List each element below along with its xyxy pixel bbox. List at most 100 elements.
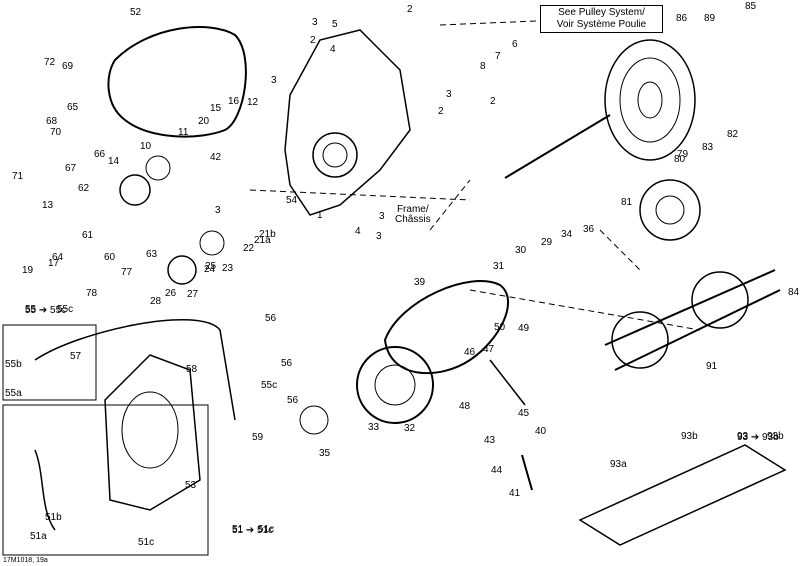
reference-line-2: Voir Système Poulie bbox=[556, 19, 647, 30]
drive-sprocket-a bbox=[611, 311, 669, 369]
callout-43: 43 bbox=[484, 435, 496, 446]
reference-line-1: See Pulley System/ bbox=[558, 7, 645, 18]
group-box-55 bbox=[2, 324, 97, 401]
callout-2: 2 bbox=[438, 106, 444, 117]
callout-49: 49 bbox=[518, 323, 530, 334]
callout-12: 12 bbox=[247, 97, 259, 108]
drive-sprocket-b bbox=[691, 271, 749, 329]
bearing-35 bbox=[299, 405, 329, 435]
callout-8: 8 bbox=[480, 61, 486, 72]
lever-45 bbox=[489, 359, 526, 406]
hose-55 bbox=[34, 319, 236, 421]
sprocket-79 bbox=[639, 179, 701, 241]
callout-3: 3 bbox=[312, 17, 318, 28]
callout-40: 40 bbox=[535, 426, 547, 437]
callout-51: 51 bbox=[232, 524, 244, 535]
callout-23: 23 bbox=[222, 263, 234, 274]
callout-19: 19 bbox=[22, 265, 34, 276]
callout-6: 6 bbox=[512, 39, 518, 50]
pulley-shaft bbox=[504, 114, 611, 179]
callout-68: 68 bbox=[46, 116, 58, 127]
sprocket-32 bbox=[356, 346, 434, 424]
callout-21b: 21b bbox=[259, 229, 276, 240]
gear-14 bbox=[119, 174, 151, 206]
callout-60: 60 bbox=[104, 252, 116, 263]
cover-53 bbox=[104, 354, 201, 511]
callout-30: 30 bbox=[515, 245, 527, 256]
callout-62: 62 bbox=[78, 183, 90, 194]
callout-4: 4 bbox=[330, 44, 336, 55]
callout-45: 45 bbox=[518, 408, 530, 419]
callout-35: 35 bbox=[319, 448, 331, 459]
callout-93b: 93b bbox=[681, 431, 698, 442]
callout-48: 48 bbox=[459, 401, 471, 412]
callout-66: 66 bbox=[94, 149, 106, 160]
callout-14: 14 bbox=[108, 156, 120, 167]
callout-33: 33 bbox=[368, 422, 380, 433]
callout-3: 3 bbox=[376, 231, 382, 242]
callout-17: 17 bbox=[48, 258, 60, 269]
callout-65: 65 bbox=[67, 102, 79, 113]
drive-axle-91 bbox=[604, 269, 781, 371]
drawing-code: 17M1018, 19a bbox=[3, 557, 48, 564]
gear-10 bbox=[145, 155, 171, 181]
frame-label-line-1: Frame/ bbox=[396, 204, 429, 215]
callout-79: 79 bbox=[677, 149, 689, 160]
callout-51b: 51b bbox=[45, 512, 62, 523]
callout-85: 85 bbox=[745, 1, 757, 12]
callout-51c: 51c bbox=[138, 537, 155, 548]
group-label-93: 93 ➔ 93b bbox=[737, 432, 779, 443]
callout-4: 4 bbox=[355, 226, 361, 237]
callout-81: 81 bbox=[621, 197, 633, 208]
belt-52 bbox=[107, 26, 247, 138]
callout-54: 54 bbox=[286, 195, 298, 206]
callout-52: 52 bbox=[130, 7, 142, 18]
callout-91: 91 bbox=[706, 361, 718, 372]
callout-83: 83 bbox=[702, 142, 714, 153]
callout-78: 78 bbox=[86, 288, 98, 299]
callout-84: 84 bbox=[788, 287, 800, 298]
frame-label-line-2: Châssis bbox=[395, 214, 431, 225]
frame-label: Frame/ Châssis bbox=[395, 205, 431, 225]
callout-56: 56 bbox=[265, 313, 277, 324]
callout-61: 61 bbox=[82, 230, 94, 241]
group-label-51: 51 ➔ 51c bbox=[232, 525, 274, 536]
callout-55a: 55a bbox=[5, 388, 22, 399]
gear-27 bbox=[167, 255, 197, 285]
callout-55: 55 bbox=[25, 304, 37, 315]
chaincase-housing bbox=[284, 29, 411, 216]
callout-89: 89 bbox=[704, 13, 716, 24]
group-box-51 bbox=[2, 404, 209, 556]
callout-55b: 55b bbox=[5, 359, 22, 370]
callout-59: 59 bbox=[252, 432, 264, 443]
callout-51c: 51c bbox=[258, 524, 275, 535]
callout-3: 3 bbox=[215, 205, 221, 216]
callout-72: 72 bbox=[44, 57, 56, 68]
callout-2: 2 bbox=[407, 4, 413, 15]
pulley-system-reference-box: See Pulley System/ Voir Système Poulie bbox=[540, 5, 663, 33]
callout-64: 64 bbox=[52, 252, 64, 263]
callout-42: 42 bbox=[210, 152, 222, 163]
callout-5: 5 bbox=[332, 19, 338, 30]
callout-69: 69 bbox=[62, 61, 74, 72]
callout-47: 47 bbox=[483, 344, 495, 355]
housing-bore bbox=[312, 132, 358, 178]
callout-15: 15 bbox=[210, 103, 222, 114]
callout-56: 56 bbox=[287, 395, 299, 406]
callout-24: 24 bbox=[204, 264, 216, 275]
callout-41: 41 bbox=[509, 488, 521, 499]
callout-11: 11 bbox=[178, 127, 189, 138]
callout-7: 7 bbox=[495, 51, 501, 62]
callout-46: 46 bbox=[464, 347, 476, 358]
callout-86: 86 bbox=[676, 13, 688, 24]
callout-93b: 93b bbox=[767, 431, 784, 442]
callout-27: 27 bbox=[187, 289, 199, 300]
callout-56: 56 bbox=[281, 358, 293, 369]
callout-32: 32 bbox=[404, 423, 416, 434]
callout-82: 82 bbox=[727, 129, 739, 140]
callout-34: 34 bbox=[561, 229, 573, 240]
callout-10: 10 bbox=[140, 141, 152, 152]
callout-67: 67 bbox=[65, 163, 77, 174]
callout-36: 36 bbox=[583, 224, 595, 235]
